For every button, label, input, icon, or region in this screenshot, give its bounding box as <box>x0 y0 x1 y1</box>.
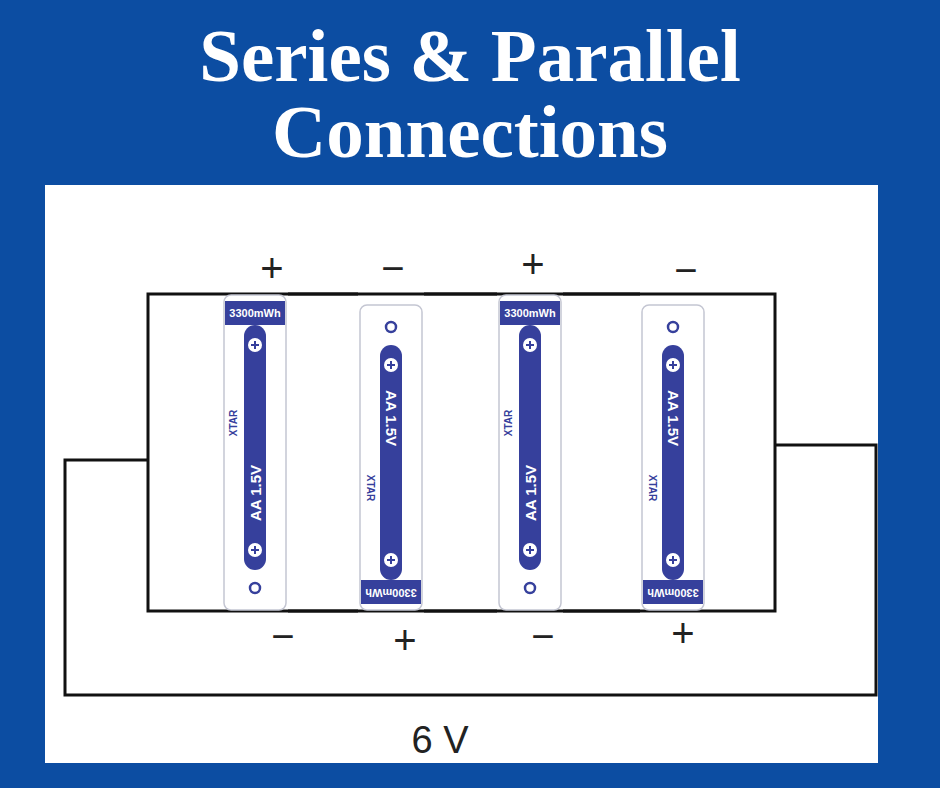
battery-rating: AA 1.5V <box>666 389 681 445</box>
brand-text: XTAR <box>229 409 239 435</box>
terminal-symbol <box>250 583 260 593</box>
terminal-symbol <box>669 361 677 369</box>
battery-shape <box>222 293 288 612</box>
terminal-symbol <box>666 358 680 372</box>
polarity-sign: + <box>393 620 416 660</box>
battery-shape <box>640 293 706 612</box>
brand-text: XTAR <box>504 409 514 435</box>
wire-segment <box>563 293 640 296</box>
terminal-symbol <box>526 546 534 554</box>
battery-band <box>225 301 285 325</box>
terminal-symbol <box>666 553 680 567</box>
battery-cell: 3300mWhXTAR AA 1.5V <box>497 293 563 612</box>
wire-segment <box>424 293 497 296</box>
battery-rating: AA 1.5V <box>384 389 399 445</box>
wire-segment <box>424 610 497 613</box>
battery-stripe <box>244 325 266 570</box>
battery-band <box>500 301 560 325</box>
polarity-sign: + <box>671 613 694 653</box>
battery-stripe <box>662 345 684 580</box>
battery-body <box>224 295 286 610</box>
brand-text: XTAR <box>365 474 375 500</box>
wire-frame <box>148 294 775 611</box>
battery-stripe <box>519 325 541 570</box>
page-title: Series & Parallel Connections <box>150 18 790 170</box>
capacity-text: 3300mWh <box>647 587 698 598</box>
battery-rating: AA 1.5V <box>523 464 538 520</box>
polarity-sign: − <box>674 250 697 290</box>
terminal-symbol <box>525 583 535 593</box>
wire-segment <box>288 293 358 296</box>
white-panel <box>45 185 878 763</box>
battery-body <box>499 295 561 610</box>
polarity-sign: + <box>260 248 283 288</box>
battery-body <box>642 305 704 610</box>
battery-band <box>361 580 421 604</box>
polarity-sign: + <box>521 244 544 284</box>
battery-shape <box>358 293 424 612</box>
terminal-symbol <box>523 543 537 557</box>
terminal-symbol <box>384 358 398 372</box>
battery-stripe <box>380 345 402 580</box>
battery-cell: 3300mWh XTAR AA 1.5V <box>640 293 706 612</box>
terminal-symbol <box>526 341 534 349</box>
terminal-symbol <box>248 338 262 352</box>
terminal-symbol <box>668 322 678 332</box>
terminal-symbol <box>384 553 398 567</box>
voltage-label: 6 V <box>411 721 468 759</box>
brand-text: XTAR <box>647 474 657 500</box>
terminal-symbol <box>251 341 259 349</box>
wire-segment <box>563 610 640 613</box>
capacity-text: 3300mWh <box>365 587 416 598</box>
battery-cell: 3300mWhXTAR AA 1.5V <box>222 293 288 612</box>
polarity-sign: − <box>381 248 404 288</box>
polarity-sign: − <box>531 616 554 656</box>
capacity-text: 3300mWh <box>504 308 555 319</box>
terminal-symbol <box>387 556 395 564</box>
terminal-symbol <box>386 322 396 332</box>
battery-band <box>643 580 703 604</box>
capacity-text: 3300mWh <box>229 308 280 319</box>
polarity-sign: − <box>271 616 294 656</box>
terminal-symbol <box>387 361 395 369</box>
wire-segment <box>288 610 358 613</box>
battery-shape <box>497 293 563 612</box>
terminal-symbol <box>248 543 262 557</box>
battery-rating: AA 1.5V <box>248 464 263 520</box>
terminal-symbol <box>251 546 259 554</box>
battery-body <box>360 305 422 610</box>
outer-wire <box>65 445 876 695</box>
terminal-symbol <box>523 338 537 352</box>
battery-cell: 3300mWh XTAR AA 1.5V <box>358 293 424 612</box>
terminal-symbol <box>669 556 677 564</box>
